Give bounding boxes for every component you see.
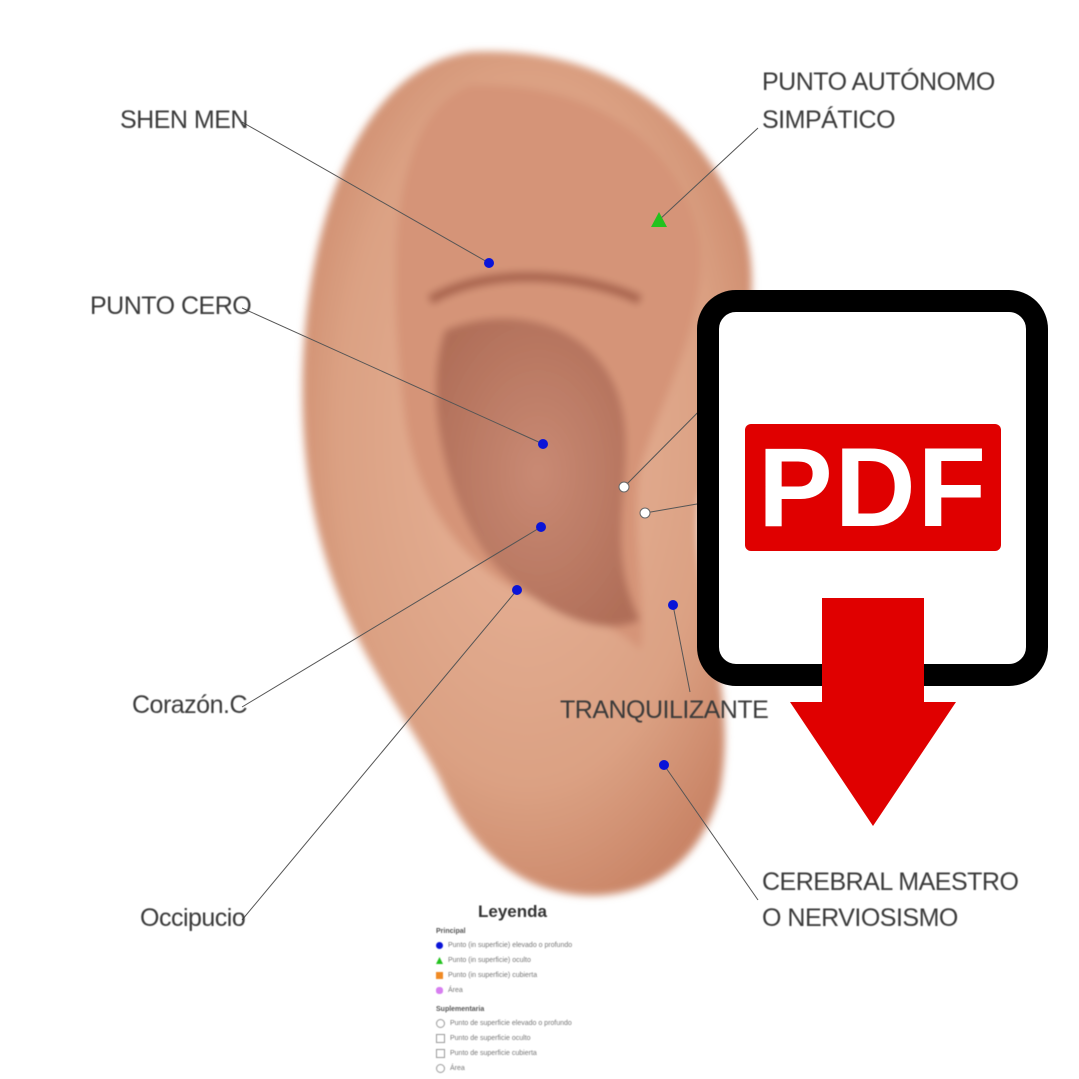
label-simpatico: SIMPÁTICO	[762, 106, 896, 134]
legend-section-principal: Principal	[436, 928, 466, 935]
leader-line	[241, 589, 518, 921]
label-shen-men: SHEN MEN	[120, 106, 248, 134]
leader-line	[241, 526, 542, 708]
label-nerviosismo: O NERVIOSISMO	[762, 904, 958, 932]
legend-title: Leyenda	[478, 902, 547, 921]
point-cerebral	[659, 760, 669, 770]
acupoints	[484, 212, 678, 770]
label-cerebral-maestro: CEREBRAL MAESTRO	[762, 868, 1019, 896]
legend-item: Punto de superficie oculto	[436, 1031, 616, 1046]
point-supplementary	[618, 481, 630, 493]
legend-section-suplementaria: Suplementaria	[436, 1006, 485, 1013]
point-autonomo-simpatico	[651, 212, 667, 227]
legend: Leyenda Principal Punto (in superficie) …	[436, 902, 616, 1076]
legend-item: Punto (in superficie) oculto	[436, 953, 616, 968]
legend-item: Punto (in superficie) elevado o profundo	[436, 938, 616, 953]
point-punto-cero	[538, 439, 548, 449]
legend-item: Punto de superficie cubierta	[436, 1046, 616, 1061]
point-tranquilizante	[668, 600, 678, 610]
point-supplementary	[639, 507, 651, 519]
leader-line	[241, 307, 544, 445]
label-tranquilizante: TRANQUILIZANTE	[560, 696, 769, 724]
leader-line	[672, 604, 691, 693]
label-occipucio: Occipucio	[140, 904, 246, 932]
leader-line	[241, 121, 490, 264]
legend-item: Punto (in superficie) cubierta	[436, 968, 616, 983]
leader-line	[658, 127, 759, 221]
leader-line	[663, 764, 759, 901]
pdf-badge-text: PDF	[758, 425, 988, 550]
legend-item: Punto de superficie elevado o profundo	[436, 1016, 616, 1031]
label-corazon: Corazón.C	[132, 691, 248, 719]
point-shen-men	[484, 258, 494, 268]
point-occipucio	[512, 585, 522, 595]
label-punto-cero: PUNTO CERO	[90, 292, 252, 320]
point-corazon	[536, 522, 546, 532]
label-punto-autonomo: PUNTO AUTÓNOMO	[762, 68, 995, 96]
legend-item: Área	[436, 983, 616, 998]
legend-item: Área	[436, 1061, 616, 1076]
